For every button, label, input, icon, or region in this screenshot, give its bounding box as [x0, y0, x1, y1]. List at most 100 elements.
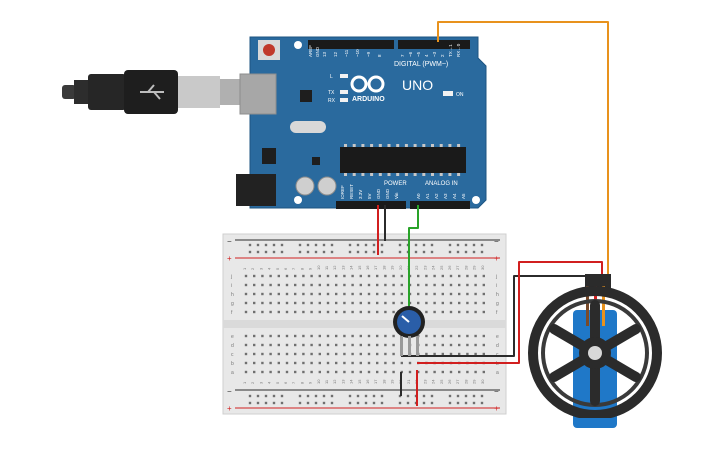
rail-hole[interactable]: [456, 401, 460, 405]
rail-hole[interactable]: [398, 401, 402, 405]
breadboard-hole[interactable]: [285, 352, 289, 356]
breadboard-hole[interactable]: [302, 361, 305, 365]
rail-hole[interactable]: [456, 243, 460, 247]
rail-hole[interactable]: [414, 243, 418, 247]
rail-hole[interactable]: [456, 250, 460, 254]
breadboard-hole[interactable]: [326, 274, 330, 278]
breadboard-hole[interactable]: [392, 310, 395, 314]
breadboard-hole[interactable]: [302, 370, 305, 374]
rail-hole[interactable]: [272, 250, 276, 254]
rail-hole[interactable]: [256, 243, 260, 247]
breadboard-hole[interactable]: [376, 292, 379, 296]
breadboard-hole[interactable]: [433, 301, 436, 305]
breadboard-hole[interactable]: [294, 301, 297, 305]
rail-hole[interactable]: [272, 243, 276, 247]
breadboard-hole[interactable]: [244, 274, 248, 278]
breadboard-hole[interactable]: [351, 292, 354, 296]
breadboard-hole[interactable]: [433, 310, 436, 314]
breadboard-hole[interactable]: [343, 361, 346, 365]
breadboard-hole[interactable]: [376, 334, 379, 338]
breadboard[interactable]: − + − + − + − + 112233445566778899101011…: [222, 233, 507, 415]
breadboard-hole[interactable]: [384, 283, 387, 287]
rail-hole[interactable]: [306, 394, 310, 398]
reset-button[interactable]: [263, 44, 275, 56]
breadboard-hole[interactable]: [302, 343, 305, 347]
breadboard-hole[interactable]: [466, 301, 469, 305]
breadboard-hole[interactable]: [425, 334, 428, 338]
breadboard-hole[interactable]: [351, 334, 354, 338]
breadboard-hole[interactable]: [285, 334, 289, 338]
breadboard-hole[interactable]: [433, 352, 436, 356]
breadboard-hole[interactable]: [318, 283, 321, 287]
breadboard-hole[interactable]: [474, 343, 477, 347]
breadboard-hole[interactable]: [449, 310, 453, 314]
breadboard-hole[interactable]: [400, 283, 403, 287]
rail-hole[interactable]: [430, 250, 434, 254]
rail-hole[interactable]: [306, 243, 310, 247]
rail-hole[interactable]: [348, 394, 352, 398]
breadboard-hole[interactable]: [351, 283, 354, 287]
rail-hole[interactable]: [272, 394, 276, 398]
breadboard-hole[interactable]: [359, 334, 362, 338]
breadboard-hole[interactable]: [277, 334, 280, 338]
rail-hole[interactable]: [380, 250, 384, 254]
potentiometer[interactable]: [393, 306, 425, 356]
breadboard-hole[interactable]: [253, 292, 256, 296]
breadboard-hole[interactable]: [277, 301, 280, 305]
breadboard-hole[interactable]: [466, 352, 469, 356]
breadboard-hole[interactable]: [458, 274, 461, 278]
breadboard-hole[interactable]: [433, 370, 436, 374]
breadboard-hole[interactable]: [343, 274, 346, 278]
rail-hole[interactable]: [430, 401, 434, 405]
breadboard-hole[interactable]: [376, 343, 379, 347]
breadboard-hole[interactable]: [343, 310, 346, 314]
rail-hole[interactable]: [406, 394, 410, 398]
rail-hole[interactable]: [280, 401, 284, 405]
breadboard-hole[interactable]: [359, 274, 362, 278]
rail-hole[interactable]: [422, 394, 426, 398]
rail-hole[interactable]: [456, 394, 460, 398]
breadboard-hole[interactable]: [408, 361, 412, 365]
breadboard-hole[interactable]: [269, 274, 272, 278]
breadboard-hole[interactable]: [359, 361, 362, 365]
breadboard-hole[interactable]: [269, 343, 272, 347]
breadboard-hole[interactable]: [261, 370, 264, 374]
rail-hole[interactable]: [464, 401, 468, 405]
rail-hole[interactable]: [372, 243, 376, 247]
breadboard-hole[interactable]: [441, 274, 444, 278]
rail-hole[interactable]: [406, 401, 410, 405]
rail-hole[interactable]: [372, 394, 376, 398]
breadboard-hole[interactable]: [351, 301, 354, 305]
breadboard-hole[interactable]: [277, 274, 280, 278]
breadboard-hole[interactable]: [318, 370, 321, 374]
rail-hole[interactable]: [448, 250, 452, 254]
breadboard-hole[interactable]: [244, 343, 248, 347]
breadboard-hole[interactable]: [392, 352, 395, 356]
wire-green-a0[interactable]: [408, 205, 419, 315]
breadboard-hole[interactable]: [417, 292, 420, 296]
breadboard-hole[interactable]: [310, 292, 313, 296]
breadboard-hole[interactable]: [244, 301, 248, 305]
breadboard-hole[interactable]: [425, 301, 428, 305]
breadboard-hole[interactable]: [482, 310, 485, 314]
breadboard-hole[interactable]: [441, 352, 444, 356]
breadboard-hole[interactable]: [482, 301, 485, 305]
breadboard-hole[interactable]: [474, 301, 477, 305]
breadboard-hole[interactable]: [326, 370, 330, 374]
breadboard-hole[interactable]: [285, 301, 289, 305]
breadboard-hole[interactable]: [376, 301, 379, 305]
rail-hole[interactable]: [330, 401, 334, 405]
wires[interactable]: [377, 21, 609, 406]
breadboard-hole[interactable]: [392, 301, 395, 305]
breadboard-hole[interactable]: [335, 361, 338, 365]
breadboard-hole[interactable]: [384, 361, 387, 365]
breadboard-hole[interactable]: [367, 361, 371, 365]
breadboard-hole[interactable]: [367, 292, 371, 296]
rail-hole[interactable]: [472, 401, 476, 405]
breadboard-hole[interactable]: [253, 370, 256, 374]
breadboard-hole[interactable]: [253, 343, 256, 347]
breadboard-hole[interactable]: [449, 343, 453, 347]
breadboard-hole[interactable]: [351, 370, 354, 374]
rail-hole[interactable]: [356, 394, 360, 398]
breadboard-hole[interactable]: [294, 283, 297, 287]
